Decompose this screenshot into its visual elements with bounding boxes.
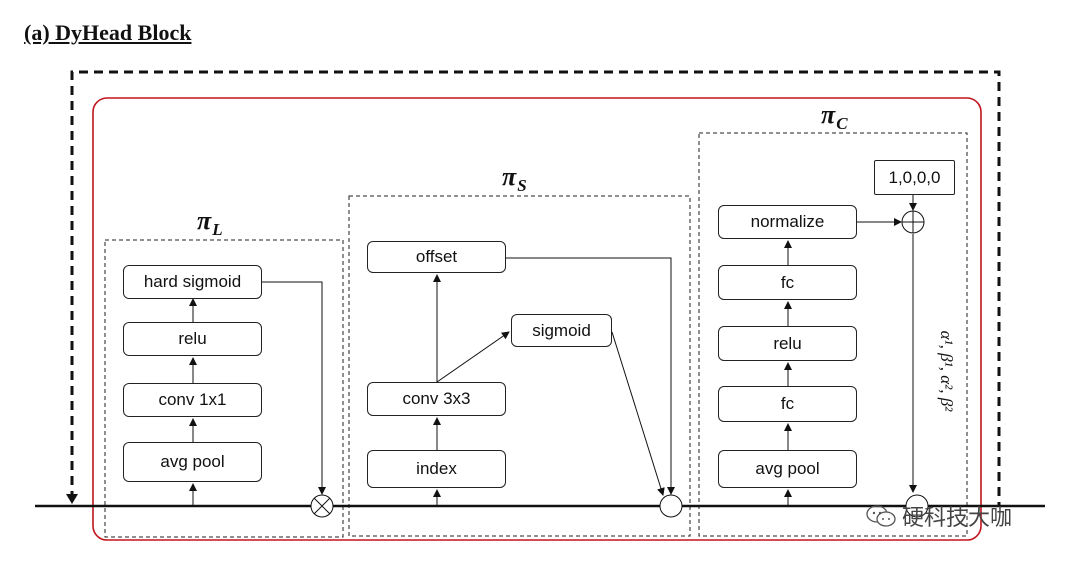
pi-c-label: πC <box>821 100 848 133</box>
relu-block-channel: relu <box>718 326 857 361</box>
watermark-text: 硬科技大咖 <box>902 505 1013 530</box>
diagram-title: (a) DyHead Block <box>24 20 192 45</box>
init-value-box: 1,0,0,0 <box>874 160 955 195</box>
index-block: index <box>367 450 506 488</box>
multiply-node <box>310 494 334 518</box>
spatial-aggregation-node <box>659 494 683 518</box>
pi-s-label: πS <box>502 162 527 195</box>
conv-3x3-block: conv 3x3 <box>367 382 506 416</box>
hard-sigmoid-block: hard sigmoid <box>123 265 262 299</box>
residual-arrowhead <box>66 494 78 504</box>
fc-block-top: fc <box>718 265 857 300</box>
conv-1x1-block: conv 1x1 <box>123 383 262 417</box>
wechat-icon <box>866 505 896 527</box>
avg-pool-block-channel: avg pool <box>718 450 857 488</box>
avg-pool-block: avg pool <box>123 442 262 482</box>
pi-l-region <box>104 239 344 538</box>
pi-l-label: πL <box>197 206 223 239</box>
add-node <box>901 210 925 234</box>
watermark: 硬科技大咖 <box>866 500 1012 532</box>
pi-c-region <box>698 132 968 537</box>
normalize-block: normalize <box>718 205 857 239</box>
channel-gate-node <box>905 494 929 518</box>
residual-loop <box>70 70 1001 506</box>
attention-region <box>92 97 982 541</box>
relu-block: relu <box>123 322 262 356</box>
fc-block-bottom: fc <box>718 386 857 422</box>
pi-s-region <box>348 195 691 537</box>
sigmoid-block: sigmoid <box>511 314 612 347</box>
offset-block: offset <box>367 241 506 273</box>
coefficients-label: α¹, β¹, α², β² <box>937 330 956 412</box>
